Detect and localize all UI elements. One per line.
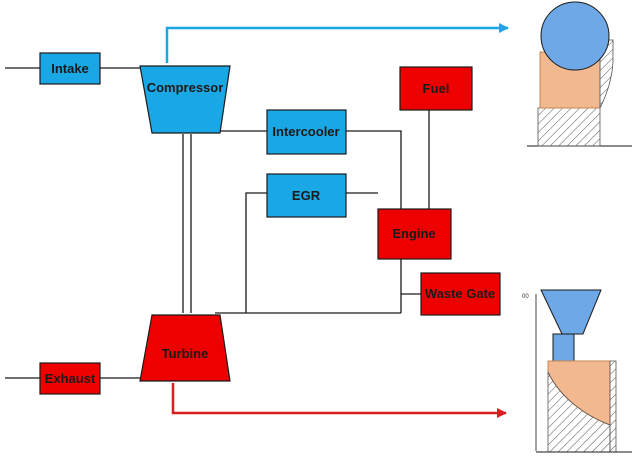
turbine-casing-hatch [609, 360, 617, 453]
intercooler-engine-line [346, 130, 402, 209]
small-mark: 00 [522, 294, 529, 300]
compressor-block: Compressor [139, 65, 231, 134]
engine-label: Engine [392, 226, 435, 241]
egr-block: EGR [266, 173, 347, 218]
compressor-wheel-circle [540, 1, 610, 71]
engine-block: Engine [377, 208, 452, 260]
turbine-wheel-section: 00 [522, 289, 632, 453]
connection-lines [5, 67, 430, 379]
fuel-label: Fuel [423, 81, 450, 96]
intercooler-block: Intercooler [266, 109, 347, 155]
compressor-wheel-section [527, 1, 632, 147]
turbine-label: Turbine [162, 346, 209, 361]
casing-hatch [599, 39, 614, 109]
waste-gate-block: Waste Gate [420, 272, 501, 316]
intake-block: Intake [39, 52, 101, 85]
turbine-flow-arrow [171, 383, 507, 418]
intercooler-label: Intercooler [272, 124, 339, 139]
compressor-flow-arrow [165, 23, 509, 63]
turbine-neck-shape [552, 333, 575, 362]
turbine-block: Turbine [139, 314, 231, 382]
intake-label: Intake [51, 61, 89, 76]
waste-gate-label: Waste Gate [425, 286, 495, 301]
exhaust-block: Exhaust [39, 362, 101, 395]
turbine-nozzle-shape [540, 289, 602, 335]
egr-return-line [245, 192, 267, 313]
fuel-block: Fuel [399, 66, 473, 111]
egr-label: EGR [292, 188, 321, 203]
compressor-label: Compressor [147, 80, 224, 95]
hub-hatch [537, 107, 601, 147]
exhaust-label: Exhaust [45, 371, 96, 386]
